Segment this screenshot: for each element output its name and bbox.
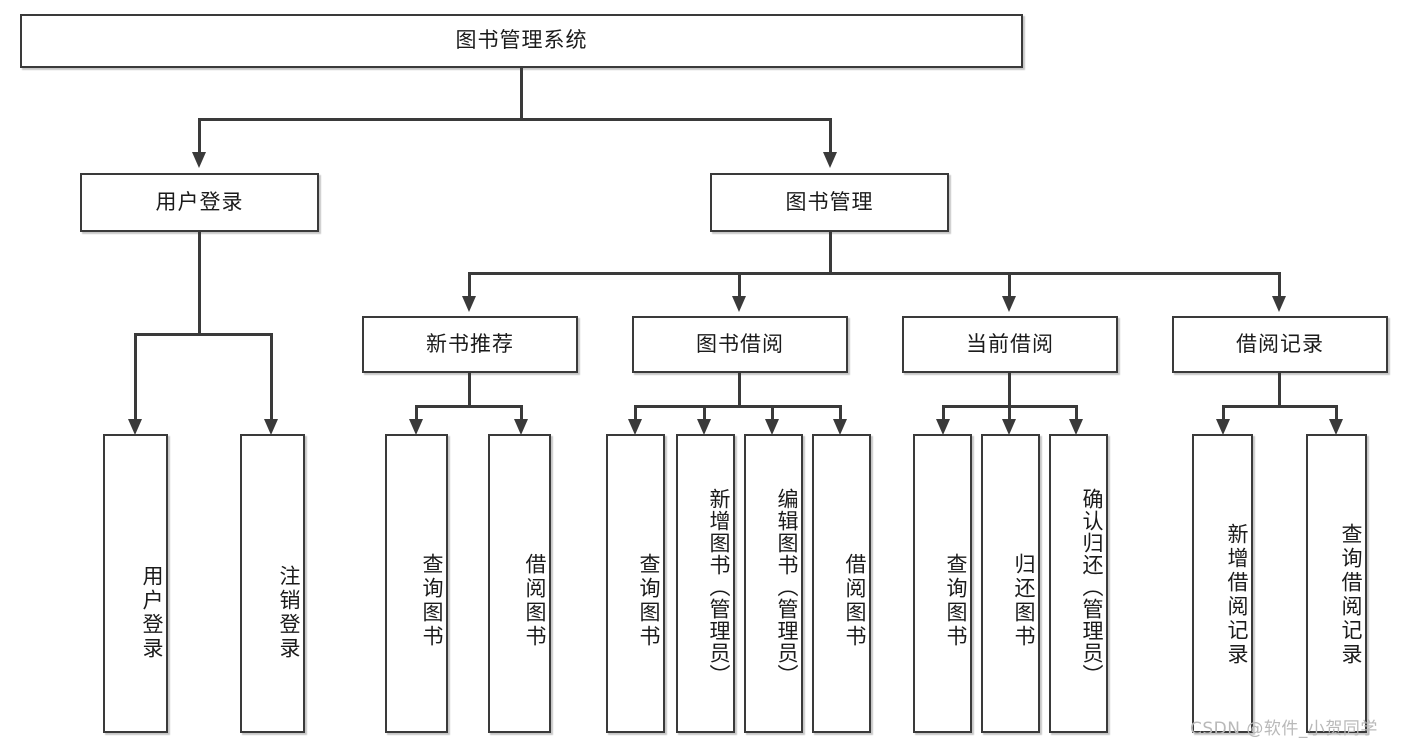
arrowhead-to-book-management [823, 152, 837, 168]
connector-new-book-bus [415, 405, 523, 408]
arrowhead-user-login-child-1 [128, 419, 142, 435]
connector-book-borrow-stem [738, 373, 741, 407]
arrowhead-nb-child-2 [514, 419, 528, 435]
connector-root-stem [520, 68, 523, 118]
node-borrow-record[interactable]: 借阅记录 [1172, 316, 1388, 373]
connector-book-borrow-bus [634, 405, 842, 408]
arrowhead-bb-child-1 [628, 419, 642, 435]
connector-root-bus [198, 118, 832, 121]
arrowhead-bb-child-2 [697, 419, 711, 435]
leaf-current-borrow-query-book[interactable]: 查询图书 [913, 434, 972, 733]
connector-book-management-stem [829, 232, 832, 274]
leaf-borrow-record-query-record[interactable]: 查询借阅记录 [1306, 434, 1367, 733]
connector-nb-child-2 [520, 405, 523, 421]
leaf-book-borrow-borrow-book[interactable]: 借阅图书 [812, 434, 871, 733]
arrowhead-cb-child-1 [936, 419, 950, 435]
connector-nb-child-1 [415, 405, 418, 421]
arrowhead-br-child-1 [1216, 419, 1230, 435]
node-new-book-recommend[interactable]: 新书推荐 [362, 316, 578, 373]
connector-user-login-child-2 [270, 333, 273, 421]
connector-root-to-user-login [198, 118, 201, 154]
arrowhead-to-book-borrow [732, 296, 746, 312]
node-user-login[interactable]: 用户登录 [80, 173, 319, 232]
arrowhead-to-new-book-recommend [462, 296, 476, 312]
connector-br-child-2 [1335, 405, 1338, 421]
leaf-book-borrow-query-book[interactable]: 查询图书 [606, 434, 665, 733]
node-book-management[interactable]: 图书管理 [710, 173, 949, 232]
connector-bb-child-4 [839, 405, 842, 421]
leaf-user-login-login[interactable]: 用户登录 [103, 434, 168, 733]
leaf-book-borrow-edit-book-admin[interactable]: 编辑图书（管理员） [744, 434, 803, 733]
connector-cb-child-3 [1075, 405, 1078, 421]
connector-bb-child-3 [771, 405, 774, 421]
connector-bm-to-book-borrow [738, 272, 741, 298]
leaf-book-borrow-add-book-admin[interactable]: 新增图书（管理员） [676, 434, 735, 733]
arrowhead-nb-child-1 [409, 419, 423, 435]
arrowhead-br-child-2 [1329, 419, 1343, 435]
connector-cb-child-2 [1008, 405, 1011, 421]
arrowhead-to-current-borrow [1002, 296, 1016, 312]
connector-root-to-book-management [829, 118, 832, 154]
node-book-borrow[interactable]: 图书借阅 [632, 316, 848, 373]
arrowhead-bb-child-4 [833, 419, 847, 435]
leaf-current-borrow-return-book[interactable]: 归还图书 [981, 434, 1040, 733]
connector-bm-to-current-borrow [1008, 272, 1011, 298]
node-current-borrow[interactable]: 当前借阅 [902, 316, 1118, 373]
arrowhead-to-user-login [192, 152, 206, 168]
arrowhead-bb-child-3 [765, 419, 779, 435]
arrowhead-to-borrow-record [1272, 296, 1286, 312]
connector-br-child-1 [1222, 405, 1225, 421]
leaf-current-borrow-confirm-return-admin[interactable]: 确认归还（管理员） [1049, 434, 1108, 733]
arrowhead-user-login-child-2 [264, 419, 278, 435]
leaf-new-book-query-book[interactable]: 查询图书 [385, 434, 448, 733]
connector-bm-to-new-book [468, 272, 471, 298]
leaf-user-login-logout[interactable]: 注销登录 [240, 434, 305, 733]
connector-current-borrow-stem [1008, 373, 1011, 407]
connector-new-book-stem [468, 373, 471, 407]
connector-borrow-record-bus [1222, 405, 1338, 408]
connector-bm-to-borrow-record [1278, 272, 1281, 298]
connector-bb-child-1 [634, 405, 637, 421]
arrowhead-cb-child-3 [1069, 419, 1083, 435]
connector-user-login-stem [198, 232, 201, 335]
leaf-borrow-record-add-record[interactable]: 新增借阅记录 [1192, 434, 1253, 733]
leaf-new-book-borrow-book[interactable]: 借阅图书 [488, 434, 551, 733]
connector-bb-child-2 [703, 405, 706, 421]
connector-user-login-bus [134, 333, 273, 336]
connector-borrow-record-stem [1278, 373, 1281, 407]
arrowhead-cb-child-2 [1002, 419, 1016, 435]
connector-cb-child-1 [942, 405, 945, 421]
connector-book-management-bus [468, 272, 1281, 275]
connector-user-login-child-1 [134, 333, 137, 421]
node-root-book-management-system[interactable]: 图书管理系统 [20, 14, 1023, 68]
